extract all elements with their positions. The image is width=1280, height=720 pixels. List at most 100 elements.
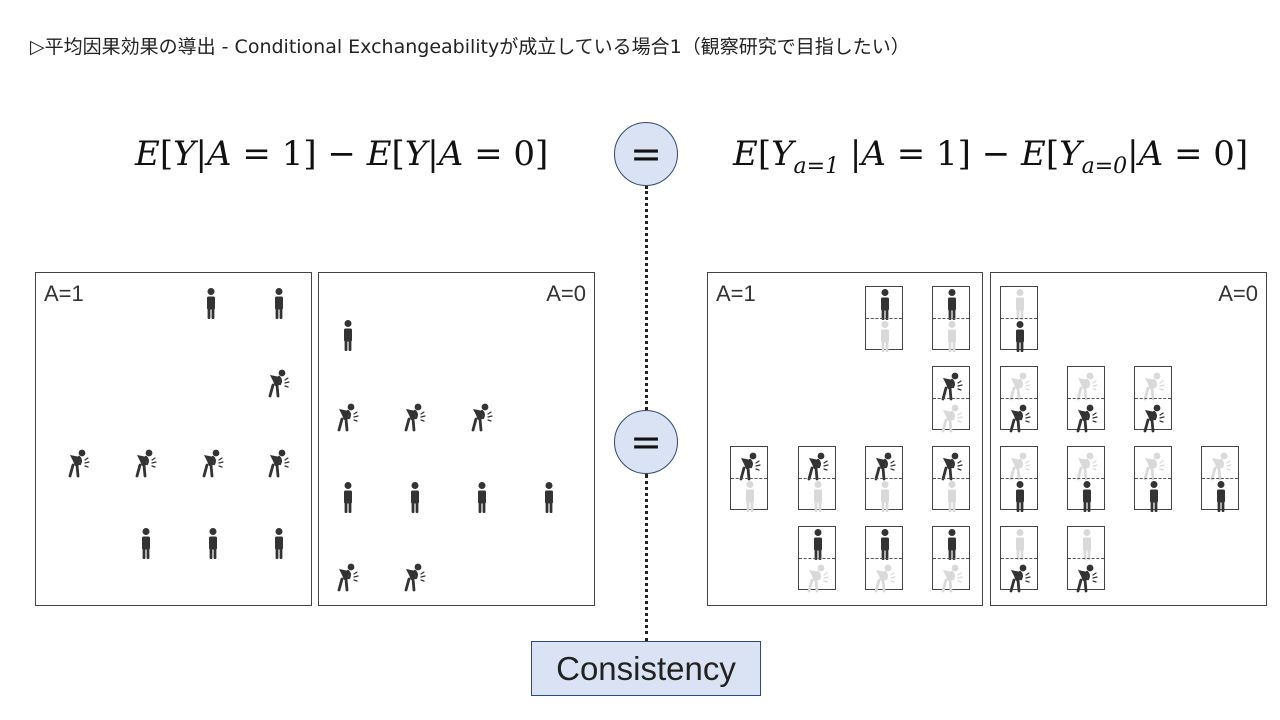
person-sick-icon <box>1007 448 1033 481</box>
person-standing-icon <box>266 527 292 561</box>
eq-r-lb1: [ <box>757 134 772 174</box>
person-standing-icon <box>805 528 831 560</box>
person-sick-icon <box>402 559 428 593</box>
eq-r-bar2: | <box>1127 134 1139 174</box>
eq-l-a2: A <box>438 134 464 174</box>
person-standing-icon <box>1007 320 1033 352</box>
card-divider <box>1068 398 1104 399</box>
person-sick-icon <box>1074 448 1100 481</box>
person-standing-icon <box>737 480 763 512</box>
eq-r-v2: 0 <box>1213 134 1235 174</box>
person-sick-icon <box>133 445 159 479</box>
person-sick-icon <box>1141 400 1167 433</box>
eq-r-y2: Y <box>1059 134 1082 174</box>
eq-l-bar2: | <box>427 134 439 174</box>
potential-outcome-card <box>1067 366 1105 433</box>
card-divider <box>1001 398 1037 399</box>
eq-l-minus: − <box>316 134 367 174</box>
person-standing-icon <box>198 287 224 321</box>
person-standing-icon <box>266 287 292 321</box>
consistency-label: Consistency <box>531 641 761 696</box>
person-sick-icon <box>1074 400 1100 433</box>
eq-r-rb1: ] <box>957 134 971 174</box>
person-standing-icon <box>402 481 428 515</box>
potential-outcome-card <box>1000 446 1038 512</box>
person-sick-icon <box>1074 368 1100 401</box>
person-sick-icon <box>266 365 292 399</box>
person-sick-icon <box>1208 448 1234 481</box>
eq-r-bar1: | <box>839 134 862 174</box>
eq-r-s2: a=0 <box>1081 153 1128 179</box>
eq-l-v1: 1 <box>281 134 304 174</box>
dotted-connector-upper <box>645 186 648 410</box>
person-sick-icon <box>939 368 965 401</box>
person-sick-icon <box>1141 448 1167 481</box>
potential-outcome-card <box>1067 446 1105 512</box>
person-standing-icon <box>1007 288 1033 320</box>
person-sick-icon <box>1007 368 1033 401</box>
panel-left-untreated: A=0 <box>318 272 595 606</box>
potential-outcome-card <box>798 526 836 593</box>
potential-outcome-card <box>932 286 970 352</box>
potential-outcome-card <box>932 366 970 433</box>
panel-label: A=1 <box>716 281 756 306</box>
person-standing-icon <box>536 481 562 515</box>
person-sick-icon <box>266 445 292 479</box>
person-standing-icon <box>939 480 965 512</box>
eq-r-e2: E <box>1021 134 1046 174</box>
card-divider <box>1068 558 1104 559</box>
person-standing-icon <box>939 320 965 352</box>
eq-l-rb2: ] <box>535 134 549 174</box>
person-standing-icon <box>469 481 495 515</box>
person-sick-icon <box>1007 400 1033 433</box>
person-standing-icon <box>1141 480 1167 512</box>
person-standing-icon <box>200 527 226 561</box>
person-sick-icon <box>335 399 361 433</box>
card-divider <box>933 398 969 399</box>
potential-outcome-card <box>1000 286 1038 352</box>
potential-outcome-card <box>1201 446 1239 512</box>
potential-outcome-card <box>1134 366 1172 433</box>
potential-outcome-card <box>932 446 970 512</box>
person-sick-icon <box>939 560 965 593</box>
person-sick-icon <box>1141 368 1167 401</box>
person-standing-icon <box>1007 528 1033 560</box>
eq-r-v1: 1 <box>936 134 958 174</box>
person-sick-icon <box>872 448 898 481</box>
potential-outcome-card <box>865 446 903 512</box>
person-standing-icon <box>939 288 965 320</box>
card-divider <box>1135 478 1171 479</box>
eq-l-y1: Y <box>173 134 196 174</box>
eq-l-v2: 0 <box>513 134 536 174</box>
person-standing-icon <box>335 481 361 515</box>
eq-l-op1: = <box>231 134 282 174</box>
card-divider <box>933 478 969 479</box>
card-divider <box>866 558 902 559</box>
person-standing-icon <box>335 319 361 353</box>
eq-l-e1: E <box>135 134 160 174</box>
person-standing-icon <box>872 480 898 512</box>
person-sick-icon <box>335 559 361 593</box>
panel-label: A=0 <box>546 281 586 306</box>
person-standing-icon <box>1074 480 1100 512</box>
person-sick-icon <box>66 445 92 479</box>
eq-r-e1: E <box>733 134 758 174</box>
card-divider <box>1135 398 1171 399</box>
person-standing-icon <box>805 480 831 512</box>
eq-r-op1: = <box>885 134 937 174</box>
eq-l-e2: E <box>366 134 392 174</box>
eq-r-a2: A <box>1138 134 1164 174</box>
card-divider <box>866 478 902 479</box>
potential-outcome-card <box>730 446 768 512</box>
potential-outcome-card <box>932 526 970 593</box>
card-divider <box>1001 478 1037 479</box>
person-sick-icon <box>402 399 428 433</box>
person-sick-icon <box>805 560 831 593</box>
panel-label: A=0 <box>1218 281 1258 306</box>
potential-outcome-card <box>1000 366 1038 433</box>
person-standing-icon <box>1007 480 1033 512</box>
person-standing-icon <box>872 320 898 352</box>
eq-r-a1: A <box>861 134 886 174</box>
panel-label: A=1 <box>44 281 84 306</box>
equation-potential: E[Ya=1 |A = 1] − E[Ya=0|A = 0] <box>733 134 1248 179</box>
